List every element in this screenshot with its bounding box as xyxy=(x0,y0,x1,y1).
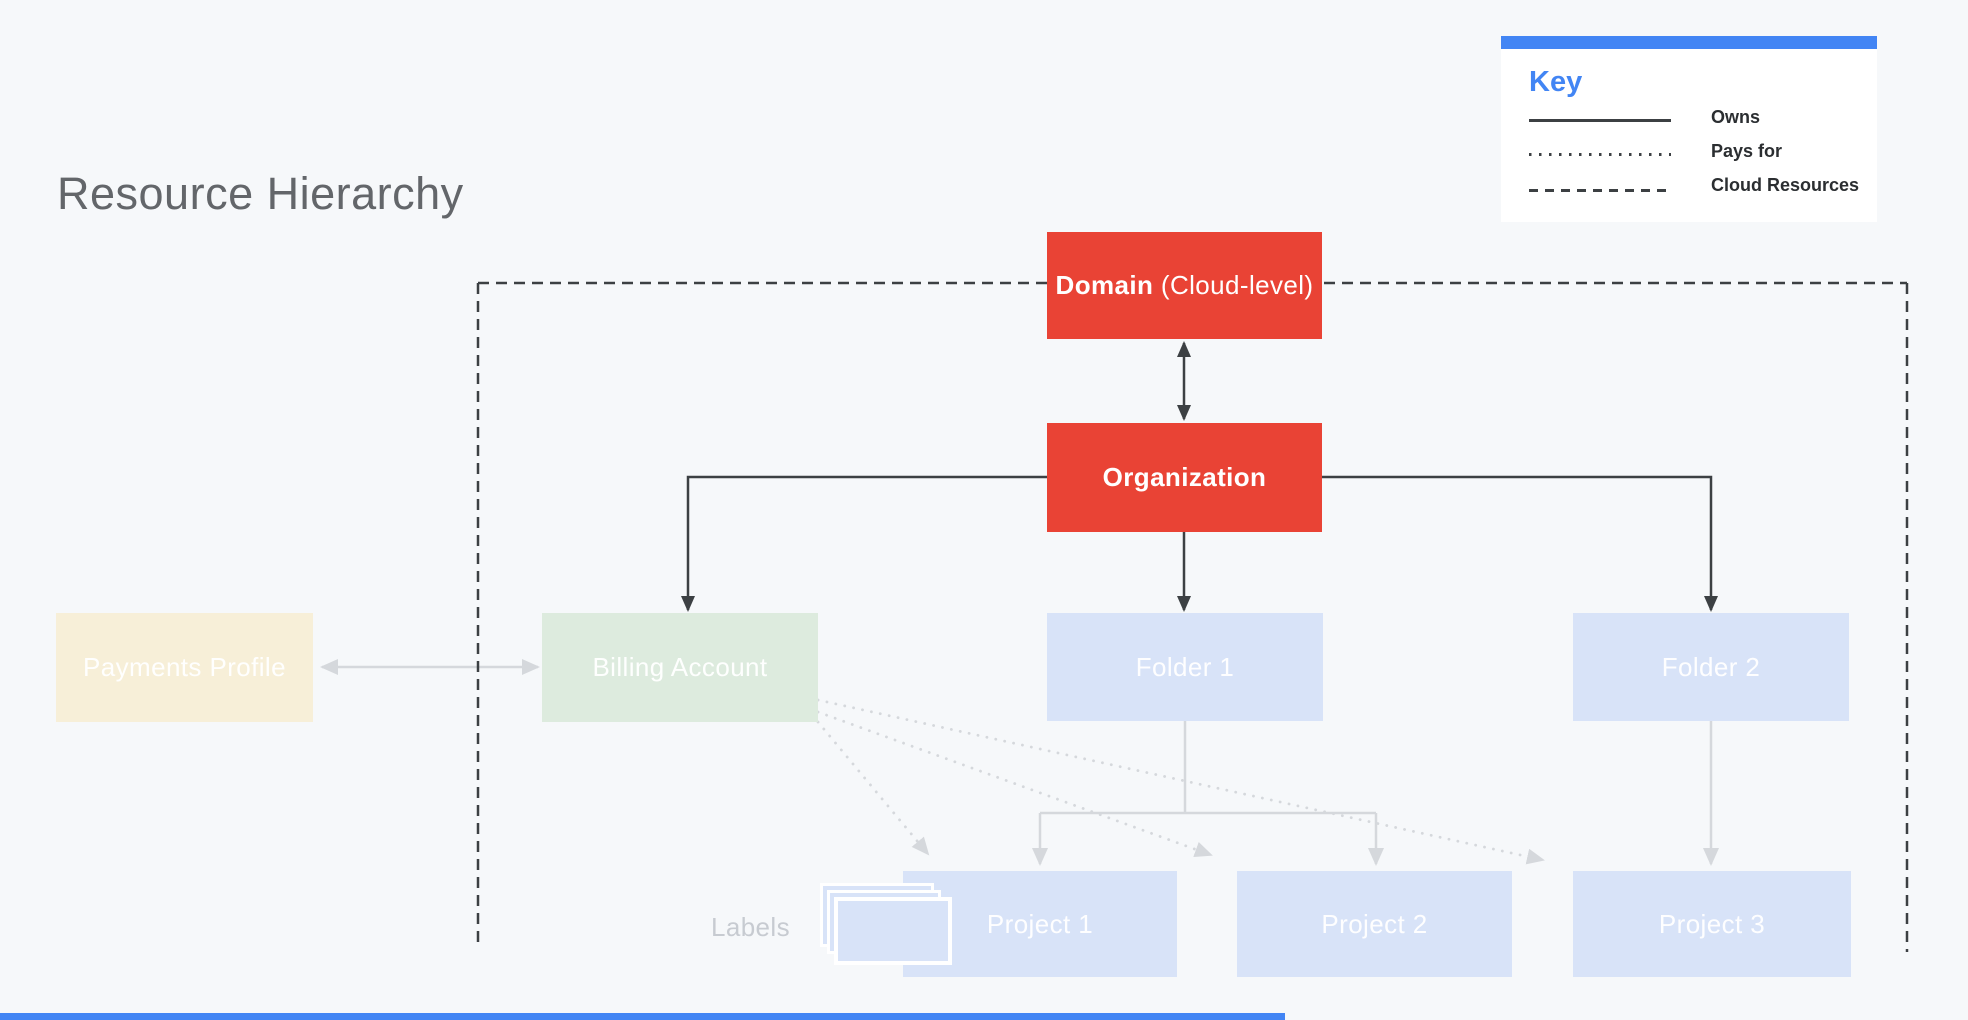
arrow-organization-billing xyxy=(681,475,1047,612)
legend-solid-line-sample xyxy=(1529,119,1671,122)
stacked-card-front xyxy=(834,897,952,965)
node-payments-profile: Payments Profile xyxy=(56,613,313,722)
node-billing-account: Billing Account xyxy=(542,613,818,722)
node-project-3: Project 3 xyxy=(1573,871,1851,977)
bottom-blue-strip xyxy=(0,1013,1285,1020)
folder-1-label: Folder 1 xyxy=(1135,651,1235,682)
node-folder-1: Folder 1 xyxy=(1047,613,1323,721)
project-3-label: Project 3 xyxy=(1658,908,1766,939)
connector-folder1-projects xyxy=(1040,721,1376,815)
labels-caption: Labels xyxy=(710,912,790,942)
stacked-cards-icon xyxy=(820,883,952,965)
paysfor-billing-project1 xyxy=(816,720,930,856)
node-domain: Domain (Cloud-level) xyxy=(1047,232,1322,339)
page-title: Resource Hierarchy xyxy=(57,168,464,219)
paysfor-billing-project3 xyxy=(816,698,1545,865)
node-organization: Organization xyxy=(1047,423,1322,532)
payments-profile-label: Payments Profile xyxy=(83,652,286,682)
paysfor-billing-project2 xyxy=(816,710,1213,858)
legend-top-bar xyxy=(1501,36,1877,49)
billing-account-label: Billing Account xyxy=(592,652,768,682)
arrow-organization-folder2 xyxy=(1322,475,1718,612)
legend-label-pays-for: Pays for xyxy=(1711,141,1783,161)
legend-label-cloud-resources: Cloud Resources xyxy=(1711,175,1860,195)
node-folder-2: Folder 2 xyxy=(1573,613,1849,721)
legend-dotted-line-sample xyxy=(1529,153,1671,156)
legend-key-box: Key Owns Pays for Cloud Resources xyxy=(1501,36,1877,222)
organization-label: Organization xyxy=(1102,462,1267,492)
project-2-label: Project 2 xyxy=(1321,908,1428,939)
folder-2-label: Folder 2 xyxy=(1661,651,1761,682)
domain-label-rest: (Cloud-level) xyxy=(1153,270,1314,300)
legend-heading: Key xyxy=(1529,66,1583,98)
legend-dashed-line-sample xyxy=(1529,189,1671,192)
node-project-2: Project 2 xyxy=(1237,871,1512,977)
legend-label-owns: Owns xyxy=(1711,107,1761,127)
project-1-label: Project 1 xyxy=(986,908,1094,939)
domain-label-bold: Domain xyxy=(1055,270,1154,300)
